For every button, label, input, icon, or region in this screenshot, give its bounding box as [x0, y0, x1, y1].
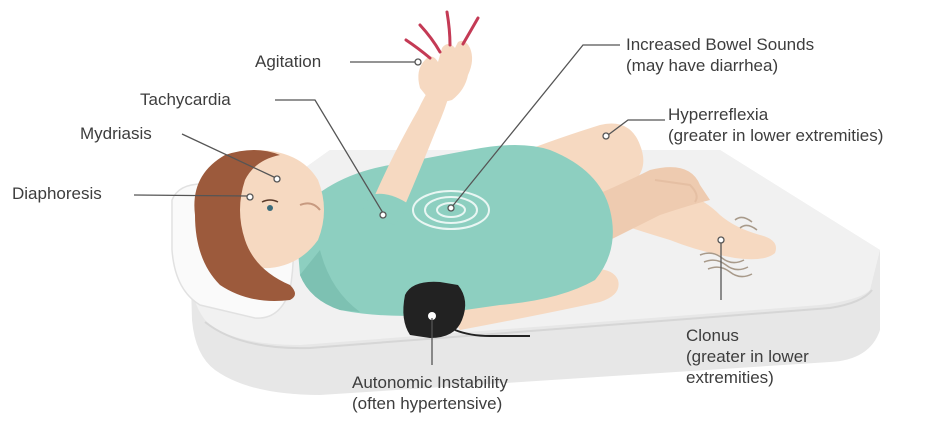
label-increased-bowel-sounds: Increased Bowel Sounds (may have diarrhe…: [626, 34, 814, 76]
label-tachycardia: Tachycardia: [140, 89, 231, 110]
label-agitation: Agitation: [255, 51, 321, 72]
label-clonus: Clonus (greater in lower extremities): [686, 325, 809, 388]
label-mydriasis: Mydriasis: [80, 123, 152, 144]
label-autonomic-instability: Autonomic Instability (often hypertensiv…: [352, 372, 508, 414]
label-diaphoresis: Diaphoresis: [12, 183, 102, 204]
label-hyperreflexia: Hyperreflexia (greater in lower extremit…: [668, 104, 883, 146]
